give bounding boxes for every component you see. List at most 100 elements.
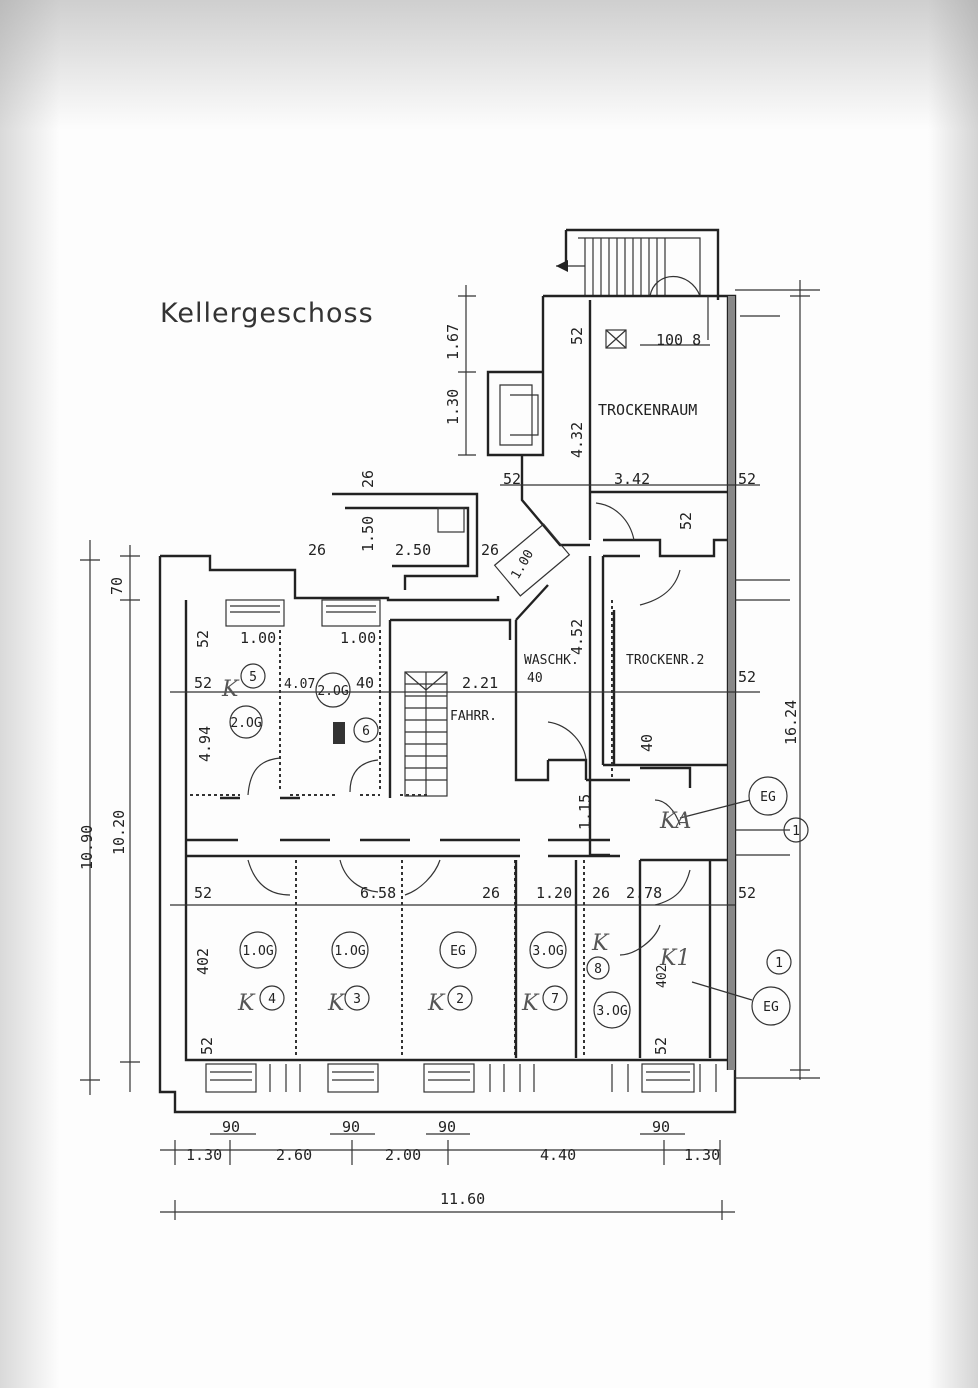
tag-eg-b: EG (748, 776, 788, 816)
dim-4-40: 4.40 (540, 1146, 576, 1164)
handwritten-k-4: K (237, 991, 256, 1016)
tag-n4: 4 (259, 985, 285, 1011)
svg-text:5: 5 (249, 670, 257, 685)
tag-2og-b: 2.OG (315, 672, 351, 708)
dim-52-e: 52 (652, 1037, 670, 1055)
leader-eg-b (679, 799, 751, 819)
dim-100-8: 100 8 (656, 331, 701, 349)
dim-2-60: 2.60 (276, 1146, 312, 1164)
tag-n8: 8 (586, 956, 610, 980)
svg-text:EG: EG (760, 790, 776, 805)
interior-walls (186, 300, 728, 1058)
dim-4-32: 4.32 (568, 422, 586, 458)
scan-shadow-left (0, 0, 60, 1388)
dim-52-b: 52 (194, 674, 212, 692)
tag-n7: 7 (542, 985, 568, 1011)
dim-402-a: 402 (194, 948, 212, 975)
room-trockenraum-2: TROCKENR.2 (626, 653, 704, 668)
svg-text:3: 3 (353, 992, 361, 1007)
svg-text:4: 4 (268, 992, 276, 1007)
trockenraum-vent (605, 329, 627, 349)
dim-52-r1: 52 (738, 470, 756, 488)
tag-n1b: 1 (766, 949, 792, 975)
scan-shadow-top (0, 0, 978, 130)
tag-1og-b: 1.OG (331, 931, 369, 969)
handwritten-k1: K1 (659, 946, 690, 971)
tag-n6: 6 (353, 717, 379, 743)
dim-6-58: 6.58 (360, 884, 396, 902)
dim-4-52: 4.52 (568, 619, 586, 655)
dim-26-r: 26 (481, 541, 499, 559)
tag-2og-a: 2.OG (229, 705, 263, 739)
room-fahrrad: FAHRR. (450, 709, 497, 724)
svg-text:2: 2 (456, 992, 464, 1007)
dim-2-78: 2.78 (626, 884, 662, 902)
dim-16-24: 16.24 (782, 700, 800, 745)
dim-90-b: 90 (342, 1118, 360, 1136)
center-staircase (404, 671, 448, 797)
dim-26-top: 26 (359, 470, 377, 488)
windows (205, 523, 717, 1093)
dimension-lines (80, 280, 820, 1220)
dim-52-c: 52 (194, 884, 212, 902)
tag-1og-a: 1.OG (239, 931, 277, 969)
dim-4-94: 4.94 (196, 726, 214, 762)
dim-52-r2: 52 (738, 668, 756, 686)
tag-n3: 3 (344, 985, 370, 1011)
svg-text:1: 1 (775, 956, 783, 971)
svg-text:1.OG: 1.OG (334, 944, 365, 959)
tag-n2: 2 (447, 985, 473, 1011)
tag-n5: 5 (240, 663, 266, 689)
dim-3-42: 3.42 (614, 470, 650, 488)
dim-26-b: 26 (592, 884, 610, 902)
dim-10-20: 10.20 (110, 810, 128, 855)
tag-3og-b: 3.OG (593, 991, 631, 1029)
svg-text:2.OG: 2.OG (317, 684, 348, 699)
room-trockenraum: TROCKENRAUM (598, 401, 697, 419)
handwritten-k-5: K (221, 677, 240, 702)
handwritten-k-8: K (591, 931, 610, 956)
handwritten-k-3: K (327, 991, 346, 1016)
dim-40-c: 40 (638, 734, 656, 752)
dim-52-a: 52 (194, 630, 212, 648)
svg-text:7: 7 (551, 992, 559, 1007)
dim-70: 70 (108, 577, 126, 595)
dim-90-c: 90 (438, 1118, 456, 1136)
dim-40-a: 40 (356, 674, 374, 692)
svg-text:1: 1 (792, 824, 800, 839)
svg-text:EG: EG (763, 1000, 779, 1015)
plan-title: Kellergeschoss (160, 298, 374, 329)
dim-52-l1: 52 (503, 470, 521, 488)
dim-1-67: 1.67 (444, 324, 462, 360)
scan-shadow-right (928, 0, 978, 1388)
flue-symbol (333, 722, 345, 744)
door-swings (247, 502, 691, 956)
svg-text:1.OG: 1.OG (242, 944, 273, 959)
dim-1-30-c: 1.30 (684, 1146, 720, 1164)
dim-52-tr: 52 (568, 327, 586, 345)
svg-text:3.OG: 3.OG (596, 1004, 627, 1019)
svg-text:3.OG: 3.OG (532, 944, 563, 959)
dim-90-d: 90 (652, 1118, 670, 1136)
handwritten-ka: KA (659, 809, 691, 834)
dim-11-60: 11.60 (440, 1190, 485, 1208)
dim-1-15: 1.15 (576, 794, 594, 830)
svg-text:6: 6 (362, 724, 370, 739)
dim-1-30-b: 1.30 (186, 1146, 222, 1164)
top-staircase (556, 228, 720, 300)
dim-2-21: 2.21 (462, 674, 498, 692)
room-waschkueche: WASCHK. (524, 653, 579, 668)
handwritten-k-7: K (521, 991, 540, 1016)
tag-eg-c: EG (751, 986, 791, 1026)
svg-text:EG: EG (450, 944, 466, 959)
dim-1-00-a: 1.00 (240, 629, 276, 647)
dim-26-l: 26 (308, 541, 326, 559)
svg-text:2.OG: 2.OG (230, 716, 261, 731)
dim-26-a: 26 (482, 884, 500, 902)
dim-52-d: 52 (198, 1037, 216, 1055)
dim-402-b: 402 (655, 965, 670, 988)
dim-1-00-diag: 1.00 (508, 547, 537, 582)
right-wall-fill (728, 296, 735, 1070)
dim-4-07: 4.07 (284, 677, 315, 692)
